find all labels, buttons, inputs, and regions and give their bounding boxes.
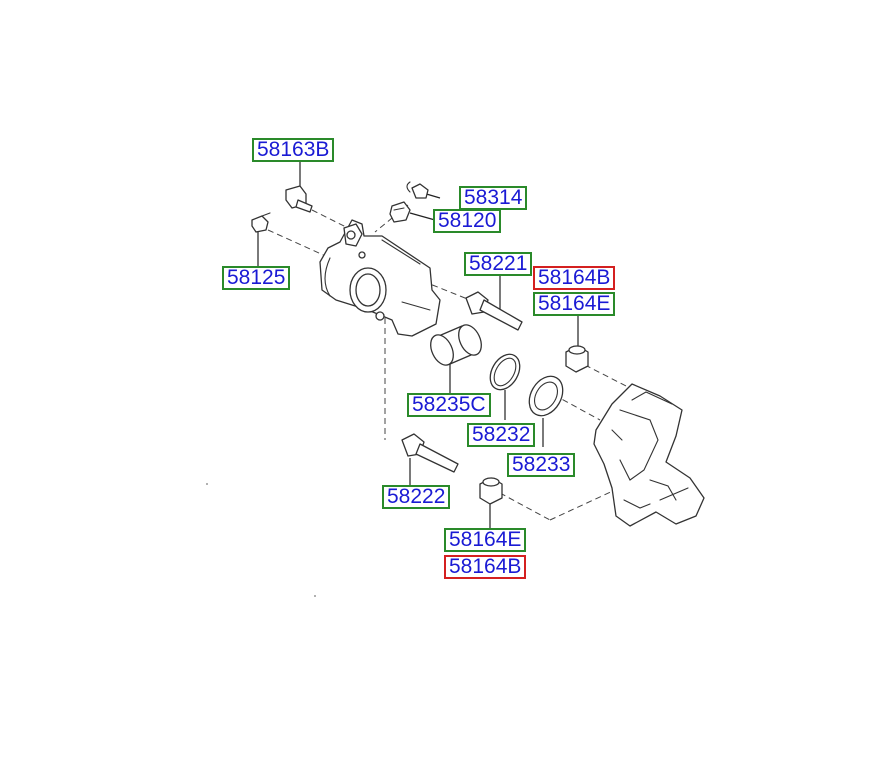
part-label-58164e-top[interactable]: 58164E	[533, 292, 616, 316]
piston-58235c	[430, 324, 482, 366]
part-label-58120[interactable]: 58120	[433, 209, 502, 233]
guide-pin-58221	[465, 291, 523, 331]
bleeder-58120	[389, 201, 411, 223]
guide-pin-58222	[401, 433, 459, 473]
caliper-body	[319, 219, 441, 337]
bleeder-58125	[251, 212, 271, 233]
boot-58164e-bottom	[479, 477, 503, 505]
leader-lines	[257, 162, 579, 528]
boot-58164e-top	[565, 345, 589, 373]
part-label-58235c[interactable]: 58235C	[407, 393, 491, 417]
part-label-58314[interactable]: 58314	[459, 186, 528, 210]
assembly-axis-lines	[267, 204, 631, 521]
part-label-58164e-bottom[interactable]: 58164E	[444, 528, 527, 552]
cap-58314	[406, 181, 429, 199]
part-label-58163b[interactable]: 58163B	[252, 138, 335, 162]
caliper-bracket	[593, 383, 705, 527]
part-label-58232[interactable]: 58232	[467, 423, 536, 447]
part-label-58222[interactable]: 58222	[382, 485, 451, 509]
part-label-58164b-bottom[interactable]: 58164B	[444, 555, 527, 579]
part-label-58221[interactable]: 58221	[464, 252, 533, 276]
part-label-58233[interactable]: 58233	[507, 453, 576, 477]
bolt-58163b	[285, 185, 313, 213]
seal-58232	[489, 353, 521, 391]
part-label-58125[interactable]: 58125	[222, 266, 291, 290]
dust-boot-58233	[528, 375, 564, 417]
part-label-58164b-top[interactable]: 58164B	[533, 266, 616, 290]
